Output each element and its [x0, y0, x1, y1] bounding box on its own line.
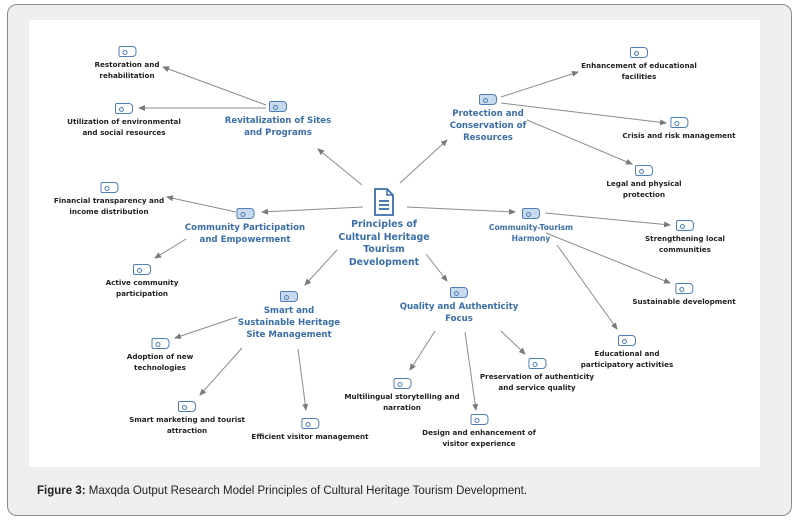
- code-label: Efficient visitor management: [251, 432, 369, 441]
- code-label: Multilingual storytelling and narration: [344, 392, 460, 412]
- code-node-eduact[interactable]: Educational and participatory activities: [577, 335, 677, 370]
- code-node-visitor[interactable]: Efficient visitor management: [251, 418, 369, 443]
- code-node-restoration[interactable]: Restoration and rehabilitation: [90, 46, 165, 81]
- code-tag-icon: [269, 101, 287, 112]
- edge-protect-edufac: [500, 70, 579, 98]
- code-tag-icon: [300, 418, 319, 429]
- code-node-sustdev[interactable]: Sustainable development: [632, 283, 736, 308]
- edge-harmony-eduact: [556, 244, 618, 330]
- theme-node-revitalization[interactable]: Revitalization of Sites and Programs: [223, 101, 333, 139]
- code-tag-icon: [630, 47, 648, 58]
- code-node-edufac[interactable]: Enhancement of educational facilities: [579, 47, 699, 82]
- code-label: Financial transparency and income distri…: [53, 196, 165, 216]
- code-label: Strengthening local communities: [644, 234, 726, 254]
- code-label: Educational and participatory activities: [580, 349, 674, 369]
- edge-center-protect: [399, 139, 448, 184]
- code-tag-icon: [115, 103, 133, 114]
- edge-smart-adoption: [174, 316, 238, 339]
- code-tag-icon: [450, 287, 468, 298]
- figure-caption: Figure 3: Maxqda Output Research Model P…: [37, 485, 527, 497]
- code-tag-icon: [100, 182, 118, 193]
- code-node-crisis[interactable]: Crisis and risk management: [622, 117, 736, 142]
- code-tag-icon: [522, 208, 540, 219]
- edge-smart-visitor: [297, 348, 309, 411]
- theme-label: Protection and Conservation of Resources: [449, 109, 527, 143]
- code-tag-icon: [528, 358, 546, 369]
- code-label: Utilization of environmental and social …: [67, 117, 181, 137]
- theme-node-quality[interactable]: Quality and Authenticity Focus: [399, 287, 519, 325]
- code-tag-icon: [280, 291, 298, 302]
- code-node-marketing[interactable]: Smart marketing and tourist attraction: [127, 401, 247, 436]
- code-tag-icon: [676, 220, 694, 231]
- theme-label: Smart and Sustainable Heritage Site Mana…: [237, 306, 341, 340]
- edge-quality-preserv: [500, 330, 526, 355]
- code-label: Crisis and risk management: [622, 131, 736, 140]
- code-label: Legal and physical protection: [606, 179, 682, 199]
- code-tag-icon: [178, 401, 196, 412]
- edge-center-community: [261, 206, 364, 215]
- center-node[interactable]: Principles of Cultural Heritage Tourism …: [334, 188, 434, 269]
- caption-text: Maxqda Output Research Model Principles …: [85, 485, 528, 497]
- document-icon: [373, 188, 395, 216]
- code-tag-icon: [393, 378, 411, 389]
- code-tag-icon: [669, 117, 688, 128]
- theme-label: Community-Tourism Harmony: [488, 223, 574, 243]
- code-tag-icon: [470, 414, 488, 425]
- code-label: Design and enhancement of visitor experi…: [422, 428, 536, 448]
- edge-harmony-sustdev: [545, 232, 671, 284]
- theme-node-protection[interactable]: Protection and Conservation of Resources: [448, 94, 528, 144]
- code-node-adoption[interactable]: Adoption of new technologies: [123, 338, 198, 373]
- edge-smart-marketing: [199, 347, 243, 396]
- edge-community-active: [154, 238, 187, 259]
- code-tag-icon: [674, 283, 693, 294]
- edge-center-smart: [304, 249, 338, 286]
- code-label: Enhancement of educational facilities: [581, 61, 697, 81]
- code-node-financial[interactable]: Financial transparency and income distri…: [52, 182, 167, 217]
- edge-harmony-strength: [544, 212, 671, 228]
- code-node-preserv[interactable]: Preservation of authenticity and service…: [475, 358, 600, 393]
- code-label: Smart marketing and tourist attraction: [129, 415, 245, 435]
- edge-quality-multiling: [409, 330, 436, 371]
- edge-revital-restoration: [162, 66, 267, 106]
- edge-protect-legal: [526, 119, 633, 165]
- code-tag-icon: [236, 208, 254, 219]
- theme-node-community[interactable]: Community Participation and Empowerment: [183, 208, 308, 246]
- theme-node-harmony[interactable]: Community-Tourism Harmony: [486, 208, 576, 244]
- code-node-multiling[interactable]: Multilingual storytelling and narration: [340, 378, 465, 413]
- code-node-design[interactable]: Design and enhancement of visitor experi…: [417, 414, 542, 449]
- theme-node-smart[interactable]: Smart and Sustainable Heritage Site Mana…: [234, 291, 344, 341]
- caption-label: Figure 3:: [37, 485, 86, 497]
- code-label: Preservation of authenticity and service…: [479, 372, 595, 392]
- code-label: Restoration and rehabilitation: [94, 60, 160, 80]
- code-label: Adoption of new technologies: [126, 352, 194, 372]
- theme-label: Community Participation and Empowerment: [184, 223, 306, 245]
- edge-center-revital: [317, 148, 363, 186]
- code-node-legal[interactable]: Legal and physical protection: [604, 165, 684, 200]
- code-tag-icon: [479, 94, 497, 105]
- code-node-strength[interactable]: Strengthening local communities: [640, 220, 730, 255]
- code-tag-icon: [618, 335, 636, 346]
- code-node-utilization[interactable]: Utilization of environmental and social …: [64, 103, 184, 138]
- center-label: Principles of Cultural Heritage Tourism …: [338, 219, 430, 268]
- theme-label: Revitalization of Sites and Programs: [224, 116, 332, 138]
- edge-quality-design: [464, 331, 479, 411]
- code-tag-icon: [133, 264, 151, 275]
- code-tag-icon: [635, 165, 653, 176]
- code-label: Active community participation: [105, 278, 179, 298]
- edge-community-financial: [166, 195, 237, 213]
- code-tag-icon: [151, 338, 169, 349]
- edge-center-quality: [425, 253, 448, 282]
- edge-center-harmony: [406, 206, 516, 215]
- code-label: Sustainable development: [632, 297, 736, 306]
- edge-protect-crisis: [500, 102, 667, 126]
- diagram-canvas: [29, 20, 760, 467]
- code-tag-icon: [118, 46, 136, 57]
- theme-label: Quality and Authenticity Focus: [399, 302, 519, 324]
- code-node-active[interactable]: Active community participation: [102, 264, 182, 299]
